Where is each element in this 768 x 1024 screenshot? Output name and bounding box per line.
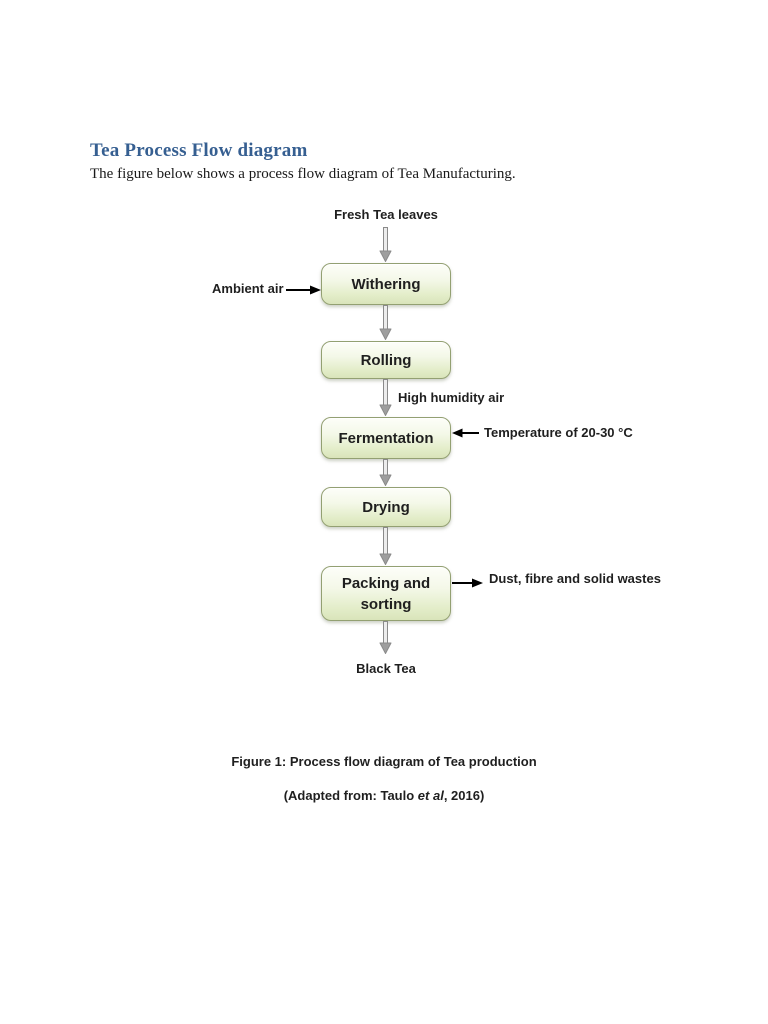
process-box-withering: Withering — [321, 263, 451, 305]
process-box-drying: Drying — [321, 487, 451, 527]
figure-source-prefix: (Adapted from: Taulo — [283, 788, 418, 803]
down-arrow — [379, 227, 392, 262]
figure-caption: Figure 1: Process flow diagram of Tea pr… — [231, 754, 537, 769]
down-arrow — [379, 459, 392, 486]
process-box-rolling: Rolling — [321, 341, 451, 379]
down-arrow — [379, 379, 392, 416]
down-arrow — [379, 305, 392, 340]
label-fresh-tea-leaves: Fresh Tea leaves — [334, 207, 438, 222]
right-arrow — [286, 285, 321, 295]
left-arrow — [452, 428, 479, 438]
label-ambient-air: Ambient air — [212, 281, 284, 296]
page-title: Tea Process Flow diagram — [90, 140, 308, 161]
process-box-fermentation: Fermentation — [321, 417, 451, 459]
right-arrow — [452, 578, 483, 588]
figure-source-suffix: , 2016) — [443, 788, 485, 803]
down-arrow — [379, 527, 392, 565]
figure-source: (Adapted from: Taulo et al, 2016) — [0, 788, 768, 803]
process-box-packing-sorting: Packing and sorting — [321, 566, 451, 621]
intro-text: The figure below shows a process flow di… — [90, 166, 516, 182]
down-arrow — [379, 621, 392, 654]
label-temperature: Temperature of 20-30 °C — [484, 425, 633, 440]
figure-source-etal: et al — [417, 788, 444, 803]
label-high-humidity-air: High humidity air — [398, 390, 505, 405]
label-wastes: Dust, fibre and solid wastes — [489, 571, 661, 586]
label-black-tea: Black Tea — [356, 661, 416, 676]
